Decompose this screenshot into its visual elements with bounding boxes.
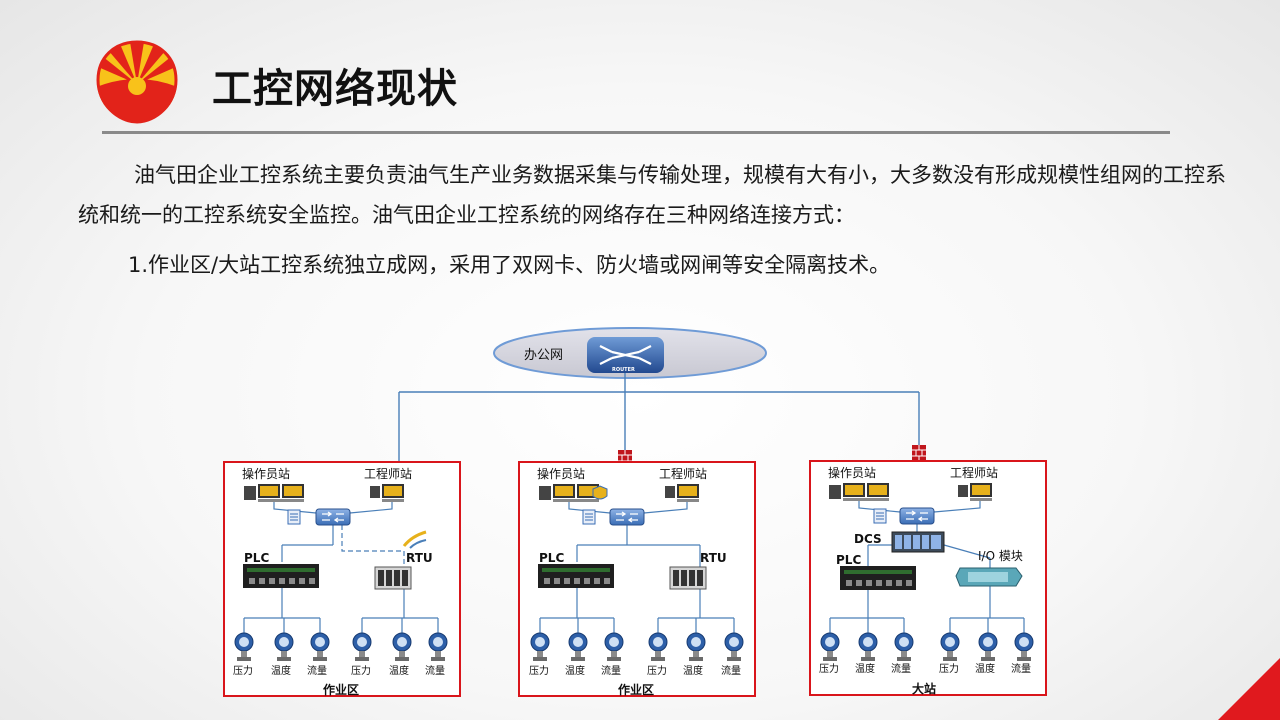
sensor-label: 压力 bbox=[647, 664, 667, 677]
sensor-label: 流量 bbox=[601, 664, 621, 677]
plc-device-icon bbox=[840, 566, 916, 590]
engineer-station-label: 工程师站 bbox=[364, 466, 412, 481]
page-title: 工控网络现状 bbox=[212, 66, 458, 112]
sensor-label: 温度 bbox=[565, 664, 585, 677]
switch-icon bbox=[609, 508, 645, 526]
dcs-device-icon bbox=[891, 531, 945, 553]
dcs-label: DCS bbox=[854, 532, 882, 546]
point-1: 1.作业区/大站工控系统独立成网，采用了双网卡、防火墙或网闸等安全隔离技术。 bbox=[128, 253, 891, 277]
plc-label: PLC bbox=[836, 553, 861, 567]
plc-label: PLC bbox=[539, 551, 564, 565]
document-icon bbox=[287, 509, 301, 525]
plc-device-icon bbox=[243, 564, 319, 588]
intro-paragraph: 油气田企业工控系统主要负责油气生产业务数据采集与传输处理，规模有大有小，大多数没… bbox=[78, 155, 1238, 235]
operator-workstation-icon bbox=[829, 483, 889, 501]
sensor-label: 流量 bbox=[425, 664, 445, 677]
company-logo bbox=[94, 40, 180, 124]
sensor-label: 流量 bbox=[891, 662, 911, 675]
plc-label: PLC bbox=[244, 551, 269, 565]
rtu-device-icon bbox=[669, 566, 707, 590]
sensor-label: 流量 bbox=[721, 664, 741, 677]
io-module-label: I/O 模块 bbox=[978, 549, 1023, 563]
panel-zone-1: 操作员站 工程师站 PLC RTU bbox=[223, 461, 461, 697]
switch-icon bbox=[899, 507, 935, 525]
zone-caption: 作业区 bbox=[618, 682, 654, 697]
sensor-label: 温度 bbox=[683, 664, 703, 677]
intro-text: 油气田企业工控系统主要负责油气生产业务数据采集与传输处理，规模有大有小，大多数没… bbox=[78, 163, 1226, 227]
rtu-device-icon bbox=[374, 566, 412, 590]
sensor-label: 温度 bbox=[855, 662, 875, 675]
sensor-label: 压力 bbox=[819, 662, 839, 675]
corner-accent bbox=[1218, 658, 1280, 720]
engineer-station-label: 工程师站 bbox=[950, 465, 998, 480]
engineer-station-label: 工程师站 bbox=[659, 466, 707, 481]
office-network-label: 办公网 bbox=[524, 348, 563, 363]
plc-device-icon bbox=[538, 564, 614, 588]
router-label: ROUTER bbox=[612, 367, 635, 373]
sensor-label: 流量 bbox=[1011, 662, 1031, 675]
station-caption: 大站 bbox=[912, 681, 936, 696]
panel-zone-2: 操作员站 工程师站 PLC RTU 压力 温度 流量 bbox=[518, 461, 756, 697]
wireless-icon bbox=[402, 530, 427, 549]
sensor-label: 流量 bbox=[307, 664, 327, 677]
router-icon: ROUTER bbox=[587, 337, 664, 373]
operator-station-label: 操作员站 bbox=[828, 465, 876, 480]
io-module-icon bbox=[955, 567, 1023, 587]
sensor-label: 压力 bbox=[351, 664, 371, 677]
sensor-label: 温度 bbox=[389, 664, 409, 677]
switch-icon bbox=[315, 508, 351, 526]
sensor-label: 压力 bbox=[939, 662, 959, 675]
sensor-label: 压力 bbox=[529, 664, 549, 677]
sensor-label: 温度 bbox=[271, 664, 291, 677]
sensor-label: 温度 bbox=[975, 662, 995, 675]
sensor-label: 压力 bbox=[233, 664, 253, 677]
document-icon bbox=[582, 509, 596, 525]
title-divider bbox=[102, 131, 1170, 134]
panel-station: 操作员站 工程师站 DCS PLC I/O 模块 bbox=[809, 460, 1047, 696]
shield-icon bbox=[592, 485, 608, 500]
rtu-label: RTU bbox=[700, 551, 727, 565]
rtu-label: RTU bbox=[406, 551, 433, 565]
operator-station-label: 操作员站 bbox=[537, 466, 585, 481]
operator-workstation-icon bbox=[244, 484, 304, 502]
operator-station-label: 操作员站 bbox=[242, 466, 290, 481]
document-icon bbox=[873, 508, 887, 524]
operator-workstation-icon bbox=[539, 484, 599, 502]
zone-caption: 作业区 bbox=[323, 682, 359, 697]
